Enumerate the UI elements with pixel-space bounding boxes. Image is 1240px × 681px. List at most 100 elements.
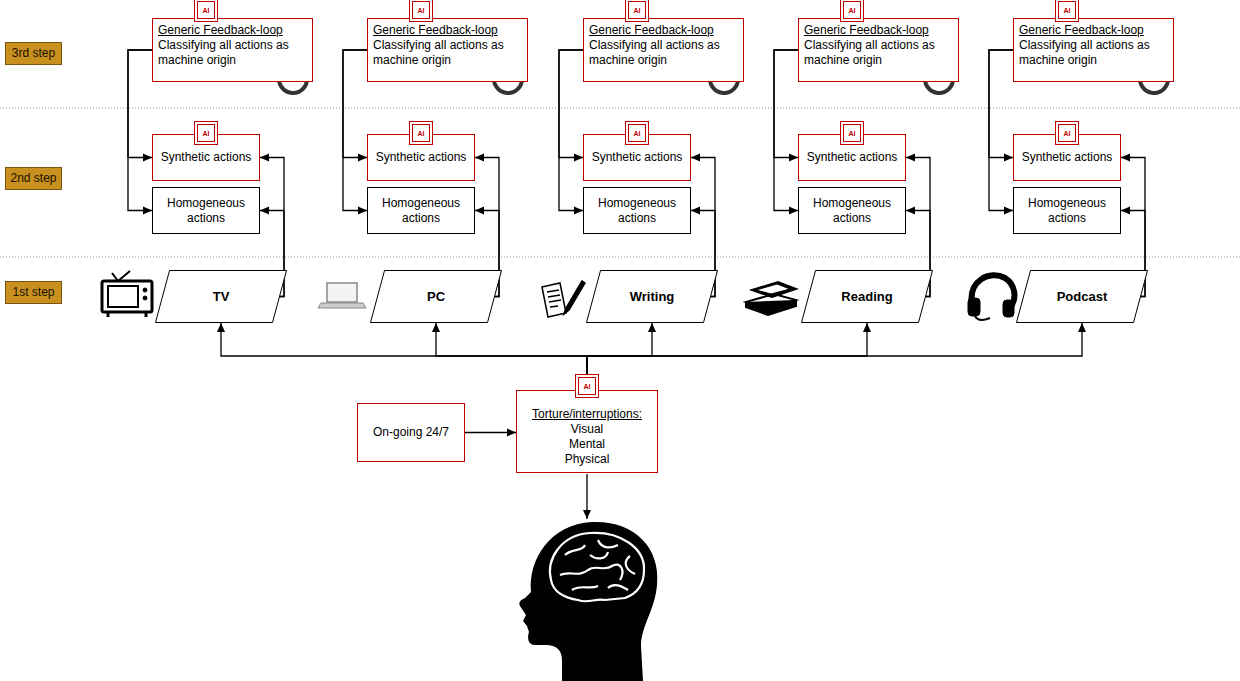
feedback-loop-box: Generic Feedback-loopClassifying all act… xyxy=(1013,18,1174,82)
chip-text: AI xyxy=(849,7,856,14)
ongoing-box: On-going 24/7 xyxy=(357,403,465,462)
connector xyxy=(343,50,367,158)
box-text: Classifying all actions as machine origi… xyxy=(589,38,735,68)
box-text: Classifying all actions as machine origi… xyxy=(158,38,304,68)
chip-text: AI xyxy=(584,383,591,390)
box-text: On-going 24/7 xyxy=(373,425,449,440)
box-heading: Torture/interruptions: xyxy=(532,407,642,422)
connector xyxy=(343,50,367,211)
box-text: Synthetic actions xyxy=(376,150,467,165)
box-heading: Generic Feedback-loop xyxy=(1019,23,1169,38)
ai-chip: AI xyxy=(1058,1,1076,19)
tv-icon xyxy=(102,271,152,317)
chip-text: AI xyxy=(203,7,210,14)
box-heading: Generic Feedback-loop xyxy=(804,23,954,38)
headphones-icon xyxy=(968,275,1014,320)
box-text: Physical xyxy=(565,452,610,467)
homogeneous-box: Homogeneous actions xyxy=(1013,187,1121,234)
box-text: Homogeneous actions xyxy=(587,196,687,226)
feedback-loop-box: Generic Feedback-loopClassifying all act… xyxy=(583,18,744,82)
step-separator xyxy=(0,257,1240,258)
box-text: Classifying all actions as machine origi… xyxy=(1019,38,1165,68)
box-text: Classifying all actions as machine origi… xyxy=(804,38,950,68)
chip-text: AI xyxy=(418,130,425,137)
connector xyxy=(559,50,583,158)
connector xyxy=(128,50,152,211)
box-text: Visual xyxy=(571,422,603,437)
arrow-to-head xyxy=(586,474,587,519)
ai-chip: AI xyxy=(578,377,596,395)
ai-chip: AI xyxy=(628,1,646,19)
connector xyxy=(436,323,587,390)
box-text: 3rd step xyxy=(12,46,55,61)
head-silhouette xyxy=(519,522,657,681)
box-heading: Generic Feedback-loop xyxy=(158,23,308,38)
connector xyxy=(989,50,1013,211)
media-parallelogram: Writing xyxy=(586,270,718,323)
box-text: Synthetic actions xyxy=(807,150,898,165)
box-text: Synthetic actions xyxy=(161,150,252,165)
connector xyxy=(774,50,798,211)
box-text: PC xyxy=(427,289,445,304)
chip-text: AI xyxy=(634,7,641,14)
box-text: Homogeneous actions xyxy=(371,196,471,226)
chip-text: AI xyxy=(849,130,856,137)
ai-chip: AI xyxy=(843,124,861,142)
media-parallelogram: TV xyxy=(155,270,287,323)
connector xyxy=(221,323,587,390)
box-text: Homogeneous actions xyxy=(156,196,256,226)
chip-text: AI xyxy=(634,130,641,137)
ai-chip: AI xyxy=(1058,124,1076,142)
ai-chip: AI xyxy=(628,124,646,142)
box-text: Synthetic actions xyxy=(1022,150,1113,165)
connector xyxy=(774,50,798,158)
box-text: Podcast xyxy=(1057,289,1108,304)
chip-text: AI xyxy=(1064,7,1071,14)
chip-text: AI xyxy=(1064,130,1071,137)
box-text: Writing xyxy=(630,289,675,304)
box-heading: Generic Feedback-loop xyxy=(589,23,739,38)
connector xyxy=(559,50,583,211)
box-text: TV xyxy=(213,289,230,304)
ai-chip: AI xyxy=(412,124,430,142)
step-separator xyxy=(0,108,1240,109)
media-parallelogram: Podcast xyxy=(1016,270,1148,323)
ai-chip: AI xyxy=(197,1,215,19)
step-label: 3rd step xyxy=(5,42,62,65)
feedback-loop-box: Generic Feedback-loopClassifying all act… xyxy=(152,18,313,82)
connector xyxy=(587,323,1082,390)
box-text: 1st step xyxy=(12,285,54,300)
connector xyxy=(128,50,152,158)
box-heading: Generic Feedback-loop xyxy=(373,23,523,38)
box-text: Homogeneous actions xyxy=(1017,196,1117,226)
step-label: 2nd step xyxy=(5,167,62,190)
box-text: Synthetic actions xyxy=(592,150,683,165)
torture-box: Torture/interruptions:VisualMentalPhysic… xyxy=(516,390,658,473)
feedback-loop-box: Generic Feedback-loopClassifying all act… xyxy=(798,18,959,82)
box-text: 2nd step xyxy=(10,171,56,186)
ai-chip: AI xyxy=(412,1,430,19)
homogeneous-box: Homogeneous actions xyxy=(798,187,906,234)
box-text: Classifying all actions as machine origi… xyxy=(373,38,519,68)
media-parallelogram: PC xyxy=(370,270,502,323)
homogeneous-box: Homogeneous actions xyxy=(152,187,260,234)
connector xyxy=(465,432,516,433)
chip-text: AI xyxy=(203,130,210,137)
homogeneous-box: Homogeneous actions xyxy=(367,187,475,234)
media-parallelogram: Reading xyxy=(801,270,933,323)
homogeneous-box: Homogeneous actions xyxy=(583,187,691,234)
books-icon xyxy=(746,282,796,315)
ai-chip: AI xyxy=(843,1,861,19)
step-label: 1st step xyxy=(5,281,62,304)
writing-icon xyxy=(542,281,585,317)
ai-chip: AI xyxy=(197,124,215,142)
laptop-icon xyxy=(318,283,366,308)
chip-text: AI xyxy=(418,7,425,14)
feedback-loop-box: Generic Feedback-loopClassifying all act… xyxy=(367,18,528,82)
box-text: Reading xyxy=(841,289,892,304)
box-text: Homogeneous actions xyxy=(802,196,902,226)
box-text: Mental xyxy=(569,437,605,452)
connector xyxy=(989,50,1013,158)
